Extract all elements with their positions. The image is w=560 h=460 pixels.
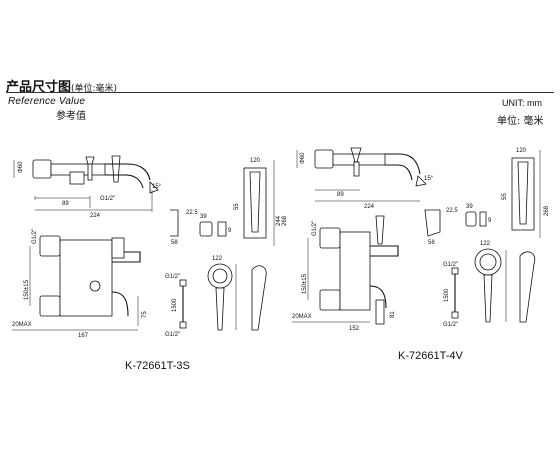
model-1-front-view (12, 235, 141, 331)
m2-dim-81: 81 (390, 311, 396, 318)
m1-bracket-a: 58 (171, 240, 178, 246)
m2-dim-55: 55 (502, 193, 508, 200)
m1-dim-55: 55 (234, 203, 240, 210)
model-2-hose (451, 267, 459, 319)
m1-shower-d244: 244 (276, 215, 282, 226)
m2-dim-g12-hose-bot: G1/2" (443, 322, 458, 328)
unit-label-cn: 单位: 毫米 (497, 116, 544, 127)
m1-dim-75: 75 (142, 311, 148, 318)
m1-dim-g12-hose-top: G1/2" (165, 274, 180, 280)
m1-dim-g12-hose-bot: G1/2" (165, 332, 180, 338)
model-1-top-view (13, 155, 159, 212)
m2-dim-150: 150±15 (302, 273, 308, 294)
model-1-hose (179, 279, 187, 329)
model-1-bracket (170, 209, 227, 237)
reference-value-en: Reference Value (8, 96, 86, 107)
m2-dim-g12-side: G1/2" (312, 221, 318, 236)
header-divider (6, 92, 554, 93)
m2-shower-d120: 120 (516, 148, 527, 154)
m1-dim-89: 89 (62, 201, 69, 207)
model-2-top-view (296, 147, 427, 202)
m1-dim-thread-top: G1/2" (100, 196, 115, 202)
m2-dim-phi60: Φ60 (300, 152, 306, 164)
m1-bracket-b: 22.5 (186, 210, 198, 216)
m2-dim-20max: 20MAX (292, 314, 312, 320)
m2-dim-1500: 1500 (444, 288, 450, 302)
m2-dim-89: 89 (337, 192, 344, 198)
m2-bracket-c: 39 (466, 204, 473, 210)
m1-shower-d268: 268 (282, 215, 288, 226)
m2-dim-224: 224 (364, 204, 375, 210)
m1-shower-d120: 120 (250, 158, 261, 164)
m1-bracket-d: 9 (228, 228, 232, 234)
m1-dim-20max: 20MAX (12, 322, 32, 328)
model-2-wall-bar (511, 150, 541, 238)
model-1-hand-shower (207, 263, 267, 331)
model-2-bracket (424, 209, 487, 237)
m2-bracket-b: 22.5 (446, 208, 458, 214)
m1-dim-150: 150±15 (24, 279, 30, 300)
page-title: 产品尺寸图(单位:毫米) (6, 76, 117, 95)
model-1-drawing: Φ60 89 224 G1/2" 15° G1/2" 150±15 20MAX … (12, 155, 288, 339)
m1-bracket-c: 39 (200, 214, 207, 220)
m1-shower-d122: 122 (212, 256, 223, 262)
reference-value-cn: 参考值 (56, 111, 86, 122)
m2-bracket-a: 58 (428, 240, 435, 246)
m2-dim-angle: 15° (424, 176, 434, 182)
m1-dim-167: 167 (78, 333, 89, 339)
model-2-hand-shower (474, 248, 536, 323)
model-2-front-view (292, 215, 399, 325)
m2-shower-d122: 122 (480, 241, 491, 247)
m2-shower-d268: 268 (544, 205, 550, 216)
title-unit: (单位:毫米) (71, 84, 118, 94)
m1-dim-1500: 1500 (172, 298, 178, 312)
model-1-label: K-72661T-3S (125, 360, 190, 372)
m1-dim-224: 224 (90, 213, 101, 219)
m1-dim-g12-side: G1/2" (32, 229, 38, 244)
unit-label-en: UNIT: mm (502, 98, 542, 108)
m1-dim-phi60: Φ60 (18, 161, 24, 173)
title-text: 产品尺寸图 (6, 80, 72, 95)
m1-dim-angle: 15° (152, 184, 162, 190)
model-2-label: K-72661T-4V (398, 350, 463, 362)
model-2-drawing: Φ60 89 224 15° G1/2" 150±15 20MAX 152 81… (292, 147, 550, 332)
m2-dim-g12-hose-top: G1/2" (443, 262, 458, 268)
m2-dim-152: 152 (349, 326, 360, 332)
m2-bracket-d: 9 (488, 218, 492, 224)
model-1-wall-bar (243, 160, 275, 246)
